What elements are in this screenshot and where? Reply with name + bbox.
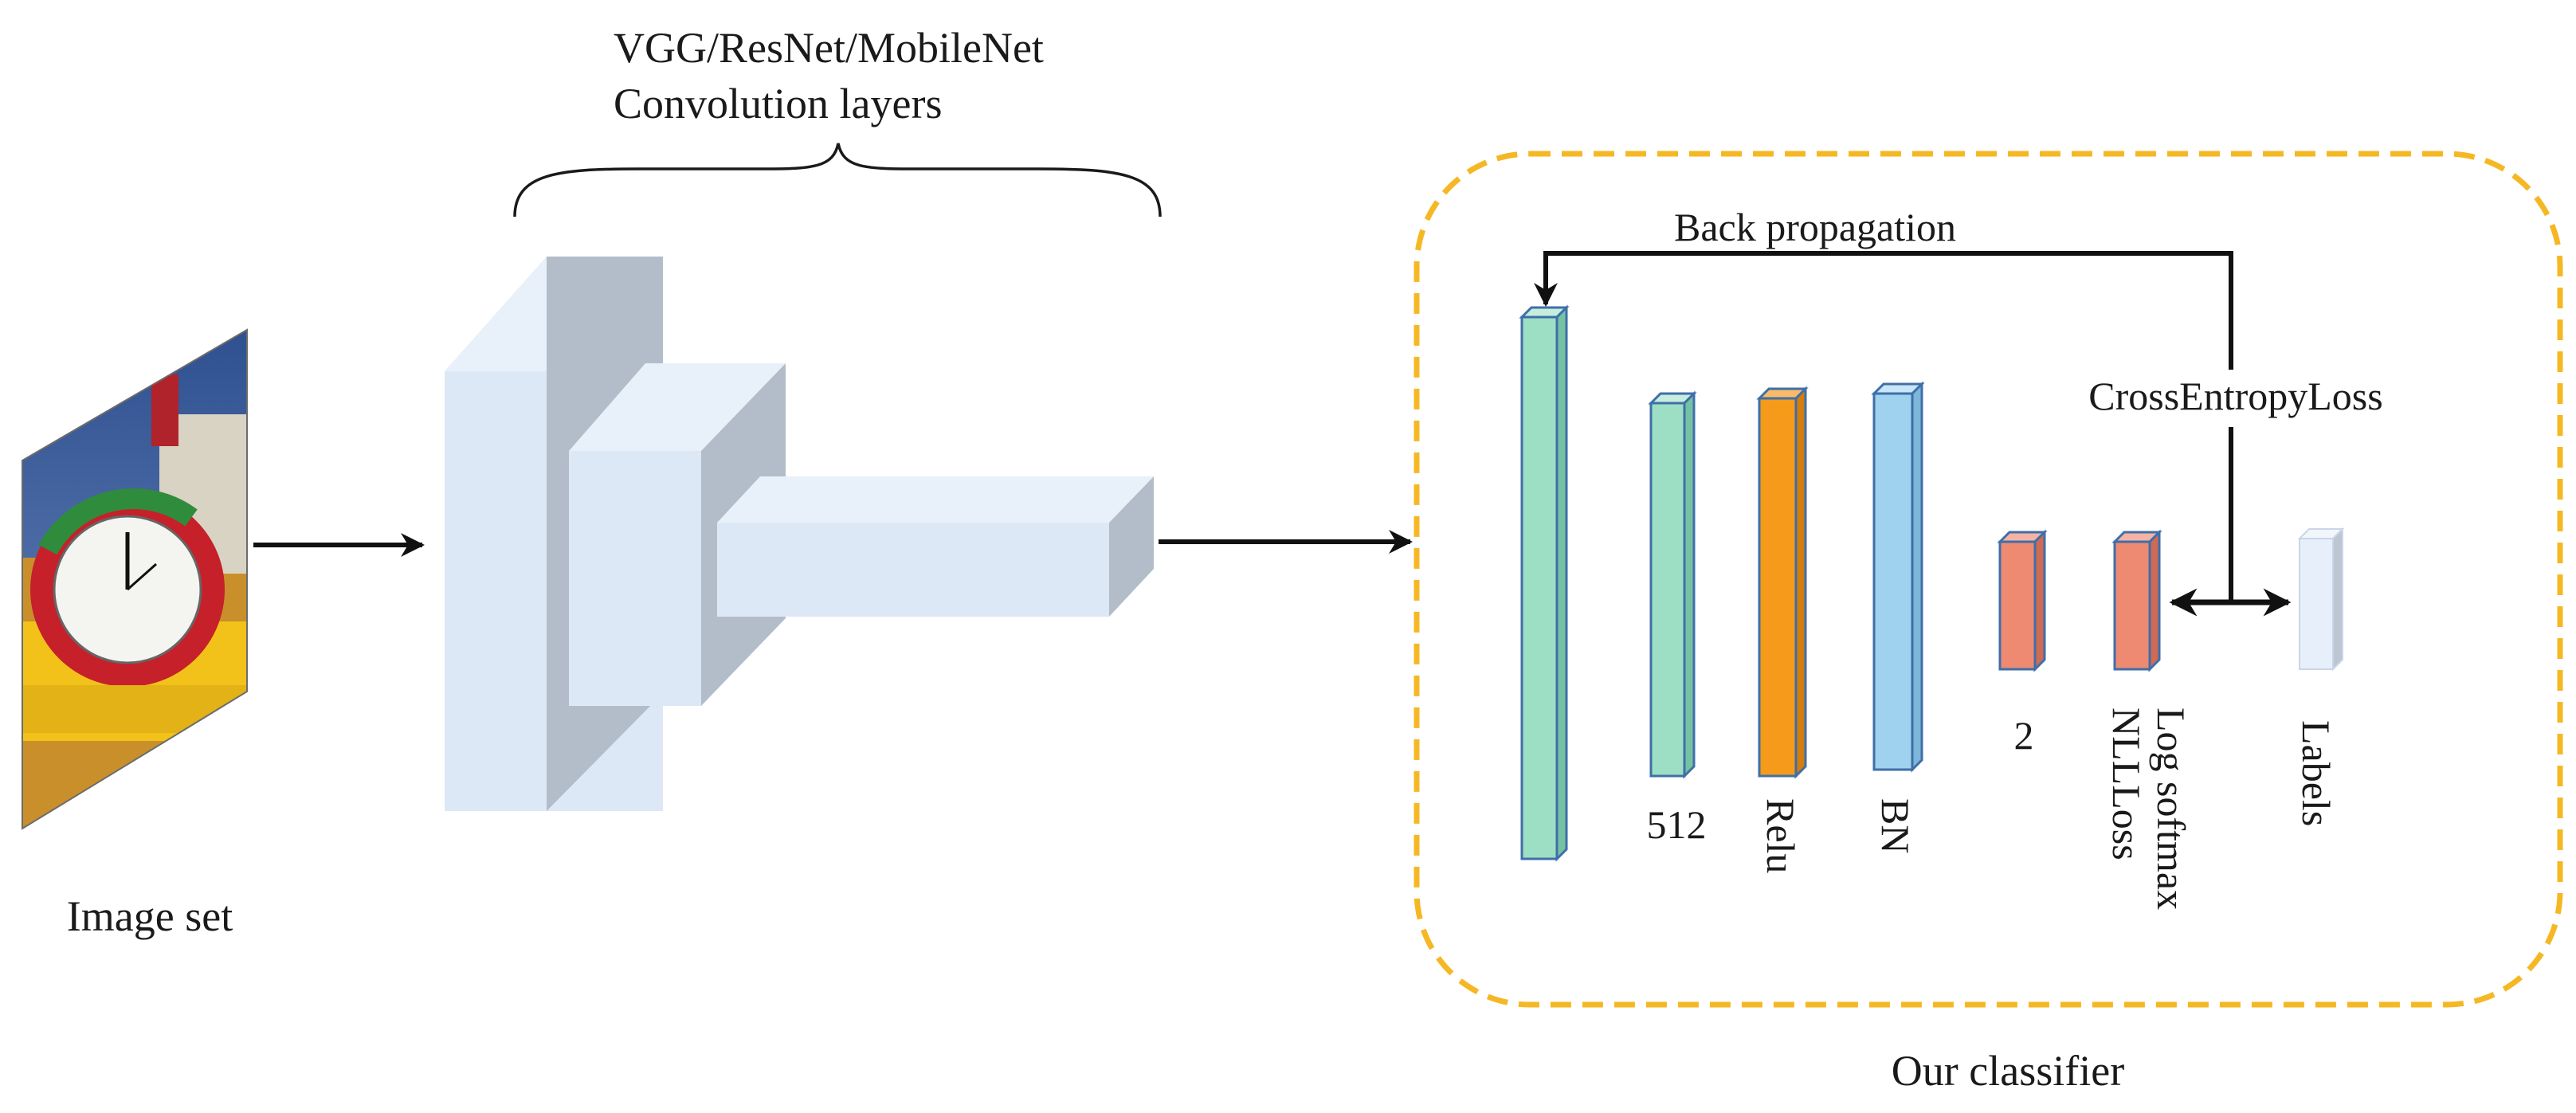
layer-log-softmax — [2111, 529, 2162, 672]
layer-label-nllloss: NLLLoss — [2104, 707, 2149, 860]
loss-label-bg — [2064, 370, 2414, 427]
conv-block-3 — [717, 476, 1154, 617]
layer-fc-2 — [1997, 529, 2048, 672]
layer-fc-input — [1519, 304, 1570, 862]
layer-label-2: 2 — [2014, 713, 2034, 758]
layer-relu — [1756, 386, 1809, 779]
backbone-subtitle: Convolution layers — [614, 80, 942, 127]
labels-block-label: Labels — [2294, 720, 2339, 826]
input-label: Image set — [67, 892, 233, 940]
layer-fc-512 — [1648, 390, 1697, 779]
backbone-blocks — [445, 257, 1154, 811]
classifier-container — [1413, 151, 2563, 1008]
backbone-brace — [513, 143, 1162, 218]
layer-label-relu: Relu — [1759, 798, 1803, 873]
backbone-title: VGG/ResNet/MobileNet — [614, 24, 1044, 72]
backprop-path — [1534, 251, 2233, 602]
layer-label-bn: BN — [1873, 798, 1918, 853]
backprop-label: Back propagation — [1674, 205, 1956, 249]
classifier-title: Our classifier — [1892, 1047, 2124, 1095]
layer-bn — [1871, 381, 1925, 773]
input-image — [22, 328, 248, 830]
labels-block — [2297, 527, 2345, 672]
loss-label: CrossEntropyLoss — [2088, 374, 2382, 418]
layer-label-512: 512 — [1647, 802, 1707, 847]
layer-label-log-softmax: Log softmax — [2149, 707, 2194, 910]
